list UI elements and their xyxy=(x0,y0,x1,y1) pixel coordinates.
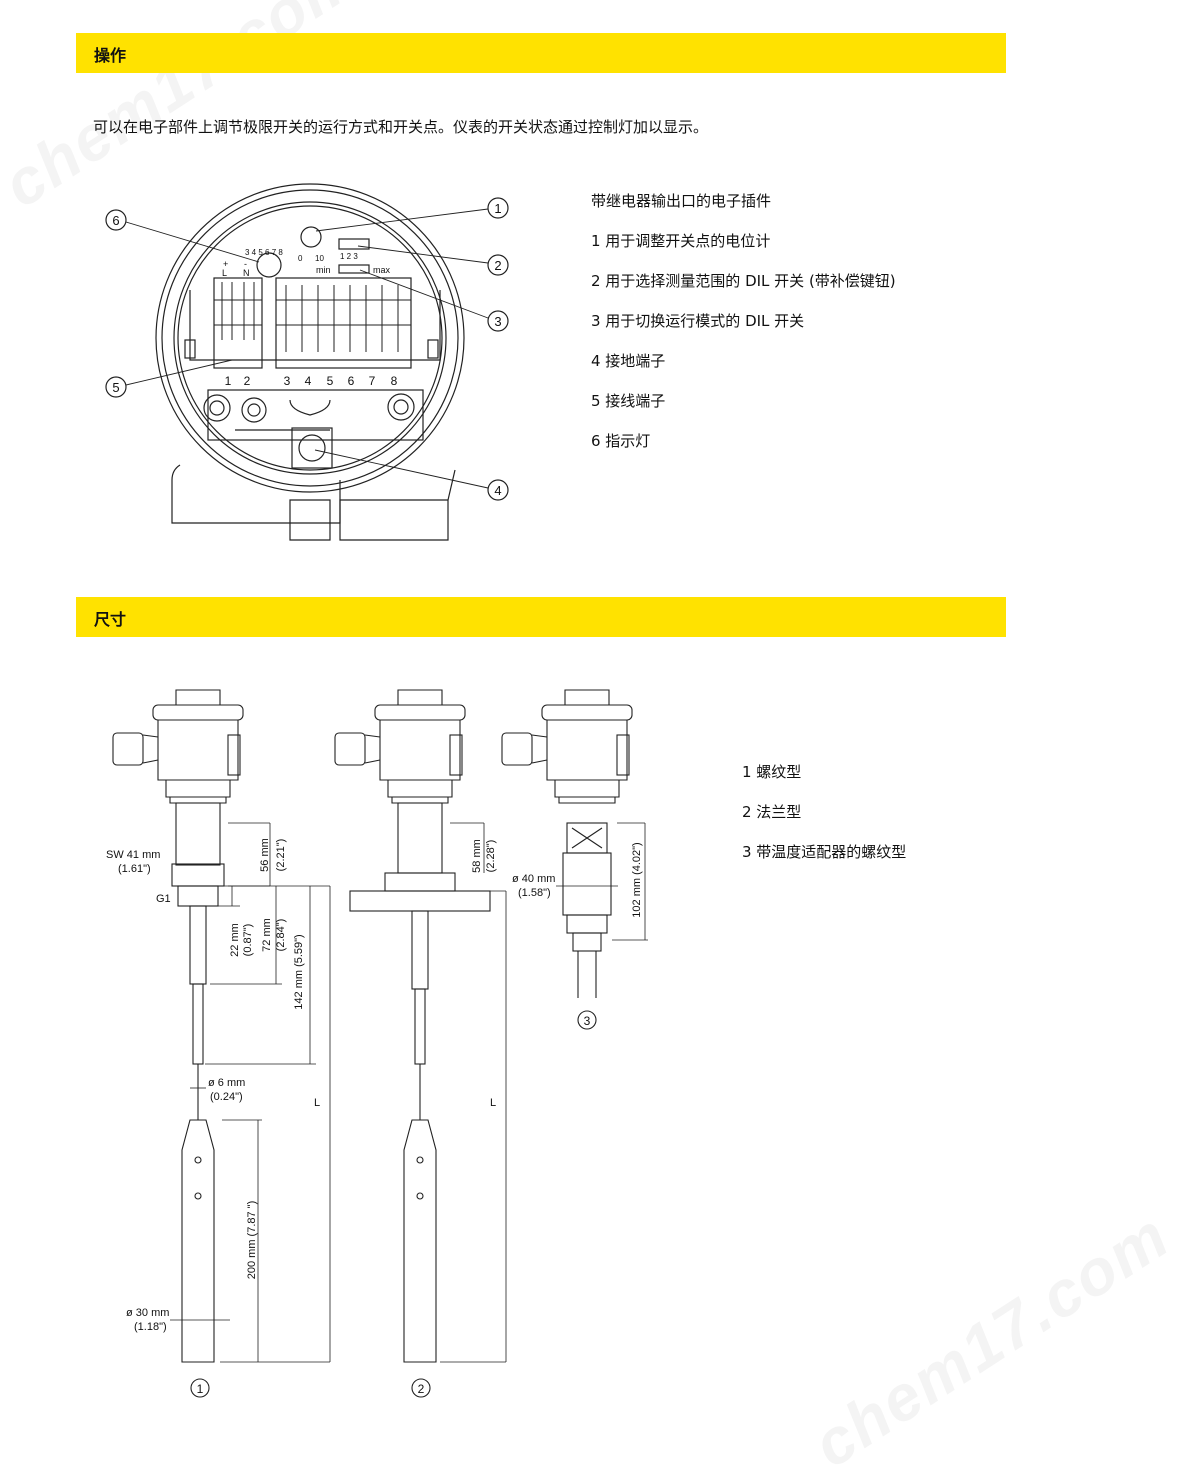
dimensions-legend: 1 螺纹型 2 法兰型 3 带温度适配器的螺纹型 xyxy=(742,752,906,872)
legend-item: 4 接地端子 xyxy=(591,352,666,370)
callout-5: 5 xyxy=(112,380,119,395)
terminal-3: 3 xyxy=(284,374,291,388)
label-L1: L xyxy=(314,1097,320,1109)
label-g1: G1 xyxy=(156,893,171,905)
legend-item: 2 用于选择测量范围的 DIL 开关 (带补偿键钮) xyxy=(591,272,896,290)
legend-item: 1 用于调整开关点的电位计 xyxy=(591,232,771,250)
label-min: min xyxy=(316,265,331,275)
variant-callout-3: 3 xyxy=(584,1014,591,1028)
label-scale: 3 4 5 6 7 8 xyxy=(245,248,283,257)
label-d30-in: (1.18") xyxy=(134,1321,167,1333)
variant-callout-1: 1 xyxy=(197,1382,204,1396)
legend-item: 5 接线端子 xyxy=(591,392,666,410)
section-header-operation: 操作 xyxy=(76,33,1006,73)
terminal-7: 7 xyxy=(369,374,376,388)
label-sw41-in: (1.61") xyxy=(118,863,151,875)
callout-3: 3 xyxy=(494,314,501,329)
label-d142: 142 mm (5.59") xyxy=(293,934,305,1009)
section-title: 尺寸 xyxy=(94,610,127,629)
label-pot-10: 10 xyxy=(315,254,324,263)
label-d6-in: (0.24") xyxy=(210,1091,243,1103)
legend-item: 1 螺纹型 xyxy=(742,763,802,781)
section-header-dimensions: 尺寸 xyxy=(76,597,1006,637)
variant-callout-2: 2 xyxy=(418,1382,425,1396)
label-d6: ø 6 mm xyxy=(208,1077,245,1089)
label-d40-in: (1.58") xyxy=(518,887,551,899)
label-d72-in: (2.84") xyxy=(275,919,287,952)
label-d22-in: (0.87") xyxy=(242,924,254,957)
label-N: N xyxy=(243,268,250,278)
label-plus: + xyxy=(223,259,228,269)
terminal-4: 4 xyxy=(305,374,312,388)
label-d56-in: (2.21") xyxy=(275,839,287,872)
legend-item: 3 带温度适配器的螺纹型 xyxy=(742,843,907,861)
label-d58: 58 mm xyxy=(471,839,483,873)
dimension-drawings: SW 41 mm (1.61") G1 ø 6 mm (0.24") ø 30 … xyxy=(106,689,648,1398)
label-L2: L xyxy=(490,1097,496,1109)
terminal-6: 6 xyxy=(348,374,355,388)
legend-item: 6 指示灯 xyxy=(591,432,651,450)
label-L: L xyxy=(222,268,227,278)
electronics-insert-drawing: 6 5 1 2 3 4 + - L N 3 4 5 6 7 8 0 10 1 2… xyxy=(105,183,509,541)
callout-1: 1 xyxy=(494,201,501,216)
label-d40: ø 40 mm xyxy=(512,873,555,885)
callout-2: 2 xyxy=(494,258,501,273)
label-d56: 56 mm xyxy=(259,838,271,872)
label-minus: - xyxy=(244,259,247,269)
label-sw41: SW 41 mm xyxy=(106,849,160,861)
callout-6: 6 xyxy=(112,213,119,228)
label-dil-nums: 1 2 3 xyxy=(340,252,358,261)
section-title: 操作 xyxy=(94,46,127,65)
label-d200: 200 mm (7.87 ") xyxy=(246,1201,258,1280)
label-d22: 22 mm xyxy=(229,923,241,957)
terminal-8: 8 xyxy=(391,374,398,388)
legend-item: 2 法兰型 xyxy=(742,803,802,821)
label-d102: 102 mm (4.02") xyxy=(631,842,643,917)
intro-paragraph: 可以在电子部件上调节极限开关的运行方式和开关点。仪表的开关状态通过控制灯加以显示… xyxy=(93,118,709,136)
callout-4: 4 xyxy=(494,483,501,498)
label-d72: 72 mm xyxy=(261,918,273,952)
terminal-2: 2 xyxy=(244,374,251,388)
legend-title: 带继电器输出口的电子插件 xyxy=(591,192,772,210)
label-max: max xyxy=(373,265,391,275)
label-pot-0: 0 xyxy=(298,254,303,263)
label-d58-in: (2.28") xyxy=(485,840,497,873)
label-d30: ø 30 mm xyxy=(126,1307,169,1319)
terminal-1: 1 xyxy=(225,374,232,388)
legend-item: 3 用于切换运行模式的 DIL 开关 xyxy=(591,312,805,330)
electronics-legend: 带继电器输出口的电子插件 1 用于调整开关点的电位计 2 用于选择测量范围的 D… xyxy=(591,181,896,461)
terminal-5: 5 xyxy=(327,374,334,388)
